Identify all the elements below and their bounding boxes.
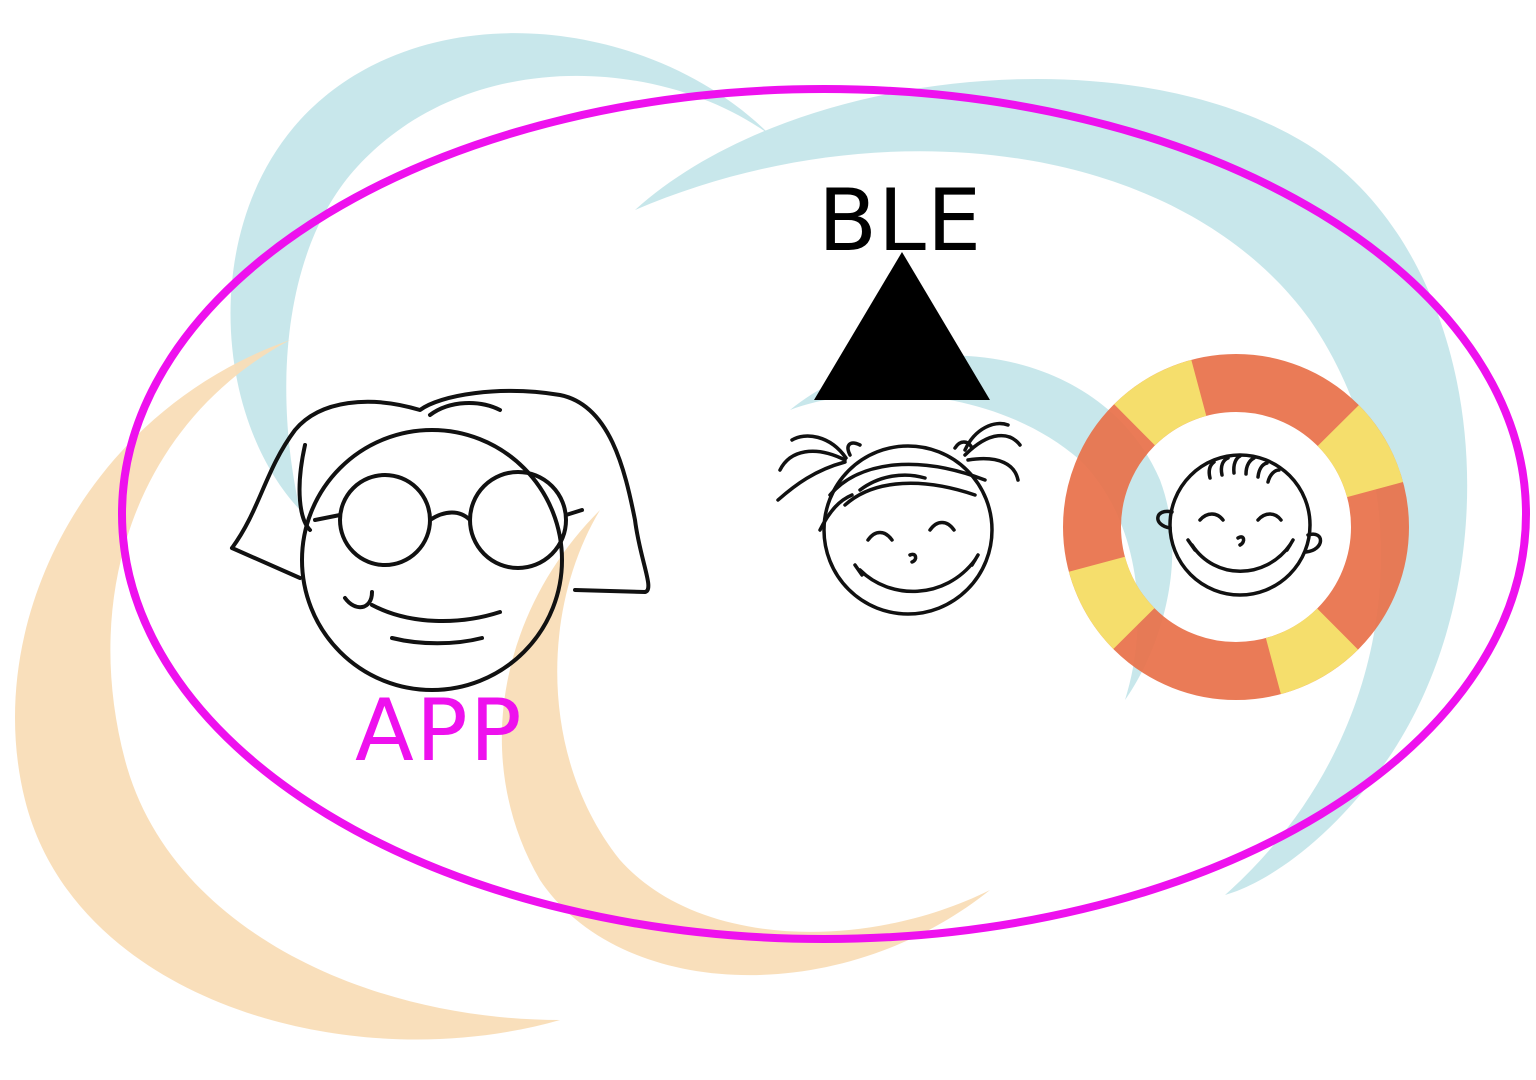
boy-icon xyxy=(1156,453,1323,597)
girl-with-glasses-icon xyxy=(230,389,651,692)
girl-pigtails-icon xyxy=(776,421,1022,616)
outer-ellipse xyxy=(118,85,1530,943)
swirl-blue-icon xyxy=(230,33,1468,895)
life-ring-icon xyxy=(1063,354,1409,700)
triangle-icon xyxy=(814,252,990,400)
app-label: APP xyxy=(355,681,524,781)
ble-label: BLE xyxy=(818,171,983,271)
swirl-orange-icon xyxy=(14,340,990,1040)
